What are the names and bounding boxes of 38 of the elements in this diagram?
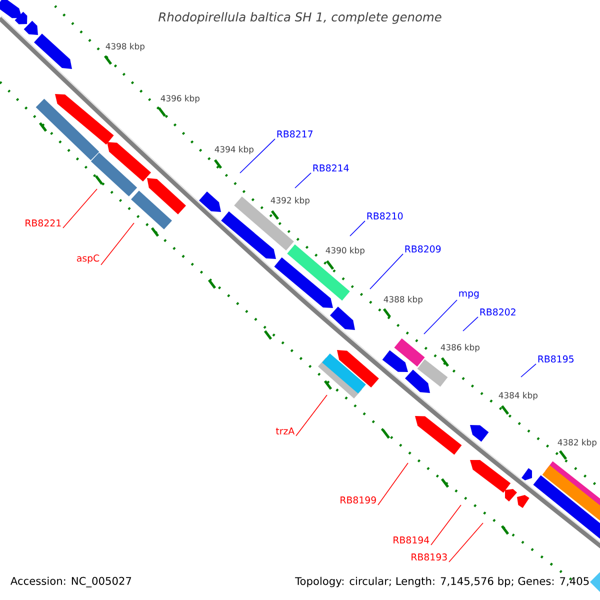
scale-label: 4384 kbp [498, 392, 538, 400]
leader-line [462, 316, 478, 332]
gene-label: RB8217 [277, 130, 312, 138]
gene-label: RB8221 [26, 219, 61, 227]
gene-label: RB8214 [313, 164, 349, 172]
footer-text: Topology: circular; Length: 7,145,576 bp; Genes: 7,405 [295, 576, 589, 588]
leader-line [448, 522, 484, 562]
leader-line [430, 504, 462, 546]
scale-label: 4388 kbp [384, 296, 422, 304]
leader-line [424, 300, 458, 334]
gene-label: RB8194 [394, 536, 430, 544]
title: Rhodopirellula baltica SH 1, complete genome [158, 12, 442, 24]
scale-label: 4392 kbp [270, 196, 310, 206]
scale-label: 4390 kbp [326, 246, 364, 256]
scale-label: 4382 kbp [558, 438, 596, 448]
gene-label: RB8209 [405, 245, 441, 253]
gene-label: trzA [276, 428, 295, 434]
gene-label: RB8195 [538, 355, 574, 363]
gene-label: RB8199 [340, 496, 376, 504]
gene-label: mpg [459, 291, 479, 299]
leader-line [62, 188, 98, 228]
gene-label: RB8202 [480, 308, 516, 316]
scale-label: 4398 kbp [106, 42, 144, 52]
footer-text: Accession: NC_005027 [10, 576, 132, 588]
scale-label: 4386 kbp [440, 344, 480, 352]
leader-line [296, 394, 328, 436]
leader-line [350, 220, 366, 236]
gene-label: RB8193 [412, 553, 447, 561]
leader-line [520, 364, 536, 378]
leader-line [378, 462, 408, 506]
leader-line [100, 222, 134, 266]
scale-label: 4396 kbp [160, 94, 200, 104]
gene-label: aspC [76, 254, 100, 264]
gene-label: RB8210 [367, 212, 403, 220]
leader-line [294, 172, 312, 188]
leader-line [370, 254, 404, 290]
leader-line [240, 138, 276, 174]
scale-label: 4394 kbp [214, 146, 254, 154]
